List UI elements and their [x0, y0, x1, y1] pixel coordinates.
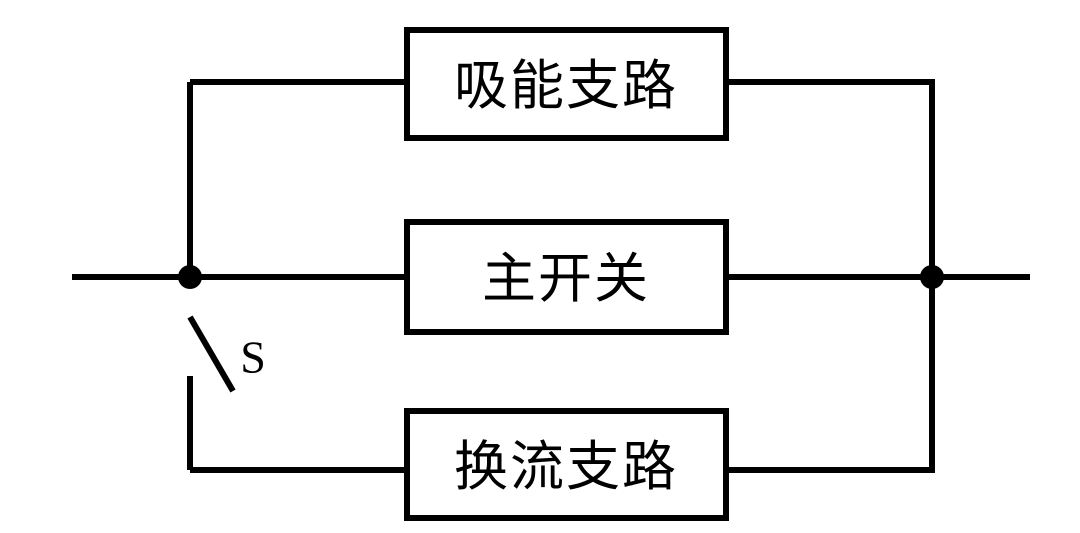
- main-switch-box-outline: [404, 219, 729, 335]
- switch-blade-line: [187, 315, 236, 393]
- energy-absorption-label: 吸能支路: [454, 56, 678, 116]
- branch-box-main-switch[interactable]: 主开关: [404, 219, 729, 335]
- left-junction-node: [178, 265, 202, 289]
- commutation-label: 换流支路: [454, 437, 678, 497]
- branch-box-commutation[interactable]: 换流支路: [404, 408, 729, 521]
- main-switch-label: 主开关: [482, 249, 650, 309]
- switch-s-label: S: [240, 332, 266, 383]
- right-junction-node: [920, 265, 944, 289]
- energy-absorption-box-outline: [404, 27, 729, 141]
- branch-box-energy-absorption[interactable]: 吸能支路: [404, 27, 729, 141]
- switch-s[interactable]: S: [187, 315, 266, 393]
- commutation-box-outline: [404, 408, 729, 521]
